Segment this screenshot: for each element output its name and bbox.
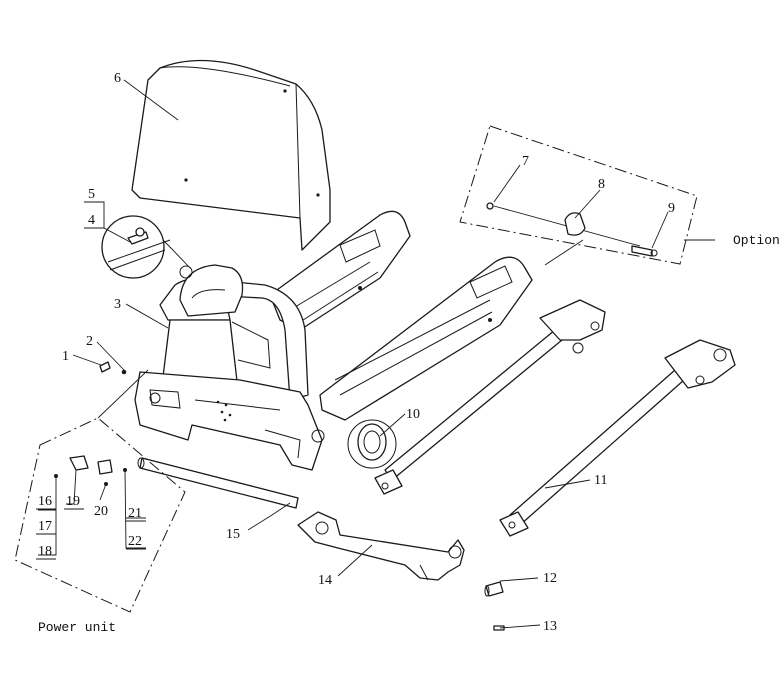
callout-labels: 1 2 3 4 5 6 7 8 9 10 11 12 13 14 15 16 1… [38,71,675,634]
cover-panel-part-6 [131,59,331,251]
fork-left [269,210,411,331]
option-group [459,125,698,266]
callout-10: 10 [406,407,420,422]
axle-rod-part-15 [137,457,299,509]
callout-5: 5 [88,187,95,202]
callout-19: 19 [66,494,80,509]
lever-bar-part-14 [297,511,465,581]
fork-right [319,256,533,421]
callout-9: 9 [668,201,675,216]
callout-21: 21 [128,506,142,521]
callout-1: 1 [62,349,69,364]
callout-underlines [36,201,146,560]
callout-15: 15 [226,527,240,542]
callout-7: 7 [522,154,529,169]
callout-16: 16 [38,494,52,509]
callout-11: 11 [594,473,607,488]
callout-13: 13 [543,619,557,634]
power-unit-group [14,369,186,613]
option-label: Option [733,233,780,248]
washer-part-2 [121,369,127,375]
push-rod-lower-part-11 [499,339,736,537]
detail-bubble-parts-4-5 [101,215,193,279]
callout-14: 14 [318,573,332,588]
callout-3: 3 [114,297,121,312]
push-rod-upper [374,299,606,495]
callout-17: 17 [38,519,52,534]
callout-4: 4 [88,213,95,228]
power-unit-label: Power unit [38,620,116,635]
handle-head [179,264,244,317]
wheel-part-10 [347,419,397,469]
callout-2: 2 [86,334,93,349]
callout-18: 18 [38,544,52,559]
callout-8: 8 [598,177,605,192]
callout-20: 20 [94,504,108,519]
callout-6: 6 [114,71,121,86]
callout-12: 12 [543,571,557,586]
pin-part-13 [493,625,505,631]
bolt-part-1 [99,361,111,373]
pin-part-12 [484,581,504,597]
callout-22: 22 [128,534,142,549]
